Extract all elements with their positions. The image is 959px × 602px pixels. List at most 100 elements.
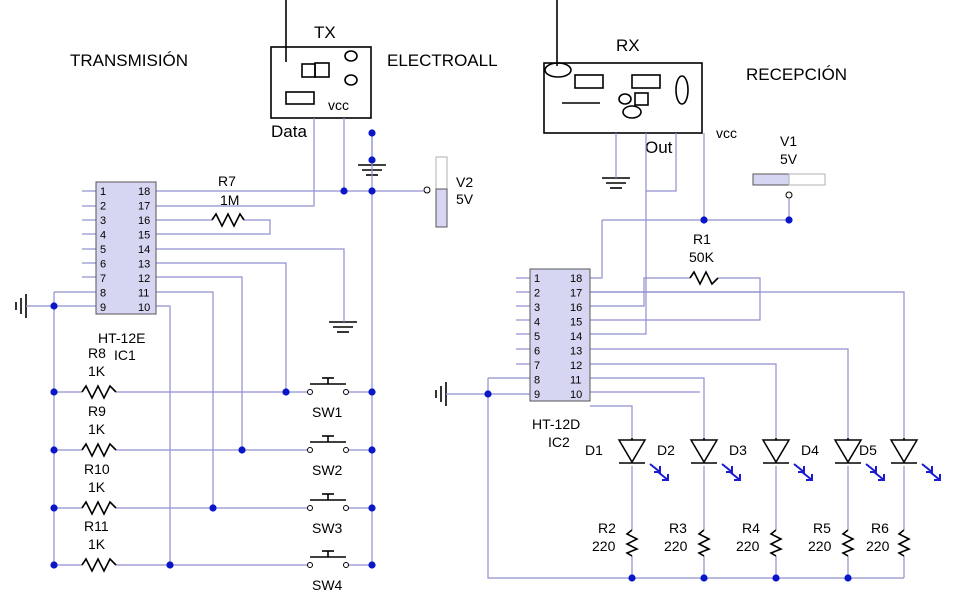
ic2-body: [529, 268, 591, 402]
rx-vcc-label: vcc: [716, 125, 737, 141]
led-d5-label: D5: [859, 442, 877, 458]
tx-data-label: Data: [271, 122, 307, 141]
pin-number: 16: [138, 215, 150, 227]
switch-sw1: SW1: [307, 377, 349, 420]
junction-dot: [785, 216, 793, 224]
svg-text:1K: 1K: [88, 421, 106, 437]
pin-number: 11: [570, 375, 581, 387]
junction-dot: [50, 446, 58, 454]
junction-dot: [368, 129, 376, 137]
tx-module-body: [270, 46, 372, 119]
led-5: [889, 438, 941, 481]
pin-number: 10: [138, 302, 150, 314]
pin-number: 14: [570, 331, 582, 343]
supply-v2: V2 5V: [423, 156, 474, 228]
svg-text:SW3: SW3: [312, 520, 343, 536]
junction-dot: [628, 574, 636, 582]
pin-number: 9: [534, 389, 540, 401]
pin-number: 16: [570, 302, 582, 314]
junction-dot: [238, 446, 246, 454]
pin-number: 7: [534, 360, 540, 372]
r4-name: R4: [742, 520, 760, 536]
junction-dots: [50, 129, 852, 582]
svg-text:50K: 50K: [689, 249, 715, 265]
r5-name: R5: [813, 520, 831, 536]
resistor-r7: R7 1M: [211, 173, 245, 228]
wires-receiver: [446, 133, 905, 579]
junction-dot: [484, 390, 492, 398]
svg-text:1K: 1K: [88, 363, 106, 379]
pin-number: 14: [138, 244, 150, 256]
rx-out-label: Out: [645, 138, 673, 157]
junction-dot: [50, 302, 58, 310]
svg-text:R1: R1: [693, 231, 711, 247]
r4-value: 220: [736, 538, 760, 554]
svg-text:SW1: SW1: [312, 404, 343, 420]
led-d3-label: D3: [729, 442, 747, 458]
led-d2-label: D2: [657, 442, 675, 458]
pin-number: 2: [100, 201, 106, 213]
pin-number: 4: [534, 317, 540, 329]
supply-v1: V1 5V: [752, 133, 826, 199]
resistor-r11: R11 1K: [81, 518, 117, 573]
junction-dot: [772, 574, 780, 582]
svg-text:R10: R10: [84, 461, 110, 477]
ic2-part: HT-12D: [532, 416, 580, 432]
tx-vcc-label: vcc: [328, 97, 349, 113]
pin-number: 6: [100, 259, 106, 271]
pin-number: 3: [534, 302, 540, 314]
svg-text:1K: 1K: [88, 536, 106, 552]
switch-sw3: SW3: [307, 493, 349, 536]
resistor-r10: R10 1K: [81, 461, 117, 516]
junction-dot: [368, 504, 376, 512]
pin-number: 6: [534, 346, 540, 358]
resistor-led-4: [841, 529, 855, 557]
junction-dot: [368, 561, 376, 569]
junction-dot: [368, 156, 376, 164]
svg-text:1K: 1K: [88, 479, 106, 495]
junction-dot: [700, 574, 708, 582]
r3-value: 220: [664, 538, 688, 554]
led-3: [761, 438, 813, 481]
resistor-r8: R8 1K: [81, 345, 117, 400]
tx-module-name: TX: [314, 23, 336, 42]
led-d4-label: D4: [801, 442, 819, 458]
pin-number: 8: [534, 375, 540, 387]
pin-number: 7: [100, 273, 106, 285]
v1-name: V1: [780, 133, 797, 149]
resistor-r9: R9 1K: [81, 403, 117, 458]
pin-number: 15: [570, 317, 582, 329]
pin-number: 18: [570, 273, 582, 285]
svg-text:SW2: SW2: [312, 462, 343, 478]
pin-number: 17: [138, 201, 150, 213]
pin-number: 5: [534, 331, 540, 343]
switch-sw2: SW2: [307, 435, 349, 478]
r2-name: R2: [598, 520, 616, 536]
title-reception: RECEPCIÓN: [746, 65, 847, 84]
r5-value: 220: [808, 538, 832, 554]
switch-sw4: SW4: [307, 550, 349, 593]
r3-name: R3: [669, 520, 687, 536]
r7-name: R7: [218, 173, 236, 189]
wires-transmitter: [26, 118, 424, 566]
led-4: [833, 438, 885, 481]
led-1: [617, 438, 669, 481]
junction-dot: [340, 187, 348, 195]
junction-dot: [50, 388, 58, 396]
pin-number: 12: [570, 360, 582, 372]
rx-module: RX Out vcc: [543, 0, 737, 157]
led-d1-label: D1: [585, 442, 603, 458]
pin-number: 3: [100, 215, 106, 227]
ic1-ref: IC1: [114, 347, 136, 363]
ic1-body: [95, 181, 157, 315]
pin-number: 12: [138, 273, 150, 285]
rx-module-body: [543, 62, 703, 134]
pin-number: 15: [138, 230, 150, 242]
ground-symbol-rx: [602, 177, 630, 189]
pin-number: 11: [138, 288, 149, 300]
r2-value: 220: [592, 538, 616, 554]
junction-dot: [844, 574, 852, 582]
r6-name: R6: [871, 520, 889, 536]
junction-dot: [50, 504, 58, 512]
